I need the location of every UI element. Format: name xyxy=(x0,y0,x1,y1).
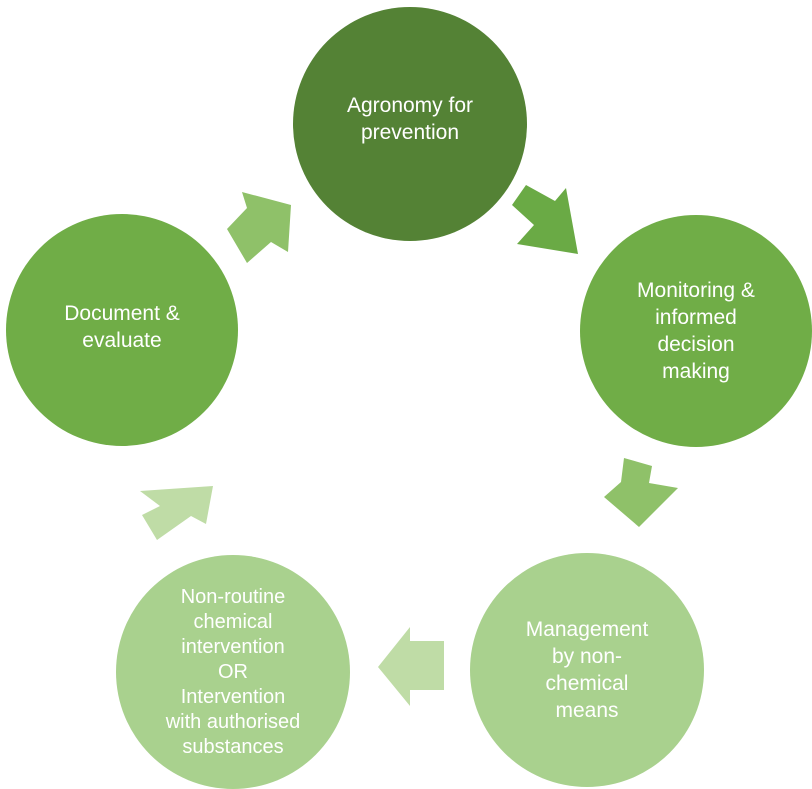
node-chemical-intervention: Non-routine chemical intervention OR Int… xyxy=(116,555,350,789)
node-monitoring-informed-decision-making: Monitoring & informed decision making xyxy=(580,215,812,447)
node-agronomy-for-prevention: Agronomy for prevention xyxy=(293,7,527,241)
arrow-monitoring-to-management xyxy=(604,458,678,527)
node-label: Agronomy for prevention xyxy=(346,94,474,144)
node-label: Non-routine chemical intervention OR Int… xyxy=(165,585,301,758)
arrow-shape xyxy=(512,185,578,254)
arrow-shape xyxy=(378,627,444,706)
node-document-and-evaluate: Document & evaluate xyxy=(6,214,238,446)
arrow-chemical-to-document xyxy=(140,486,213,540)
arrow-shape xyxy=(604,458,678,527)
node-label: Document & evaluate xyxy=(64,302,180,352)
arrow-management-to-chemical xyxy=(378,627,444,706)
arrow-document-to-agronomy xyxy=(227,192,291,263)
node-label: Management by non- chemical means xyxy=(525,618,649,722)
arrow-agronomy-to-monitoring xyxy=(512,185,578,254)
arrow-shape xyxy=(140,486,213,540)
arrow-shape xyxy=(227,192,291,263)
node-management-by-non-chemical-means: Management by non- chemical means xyxy=(470,553,704,787)
node-label: Monitoring & informed decision making xyxy=(637,279,755,383)
